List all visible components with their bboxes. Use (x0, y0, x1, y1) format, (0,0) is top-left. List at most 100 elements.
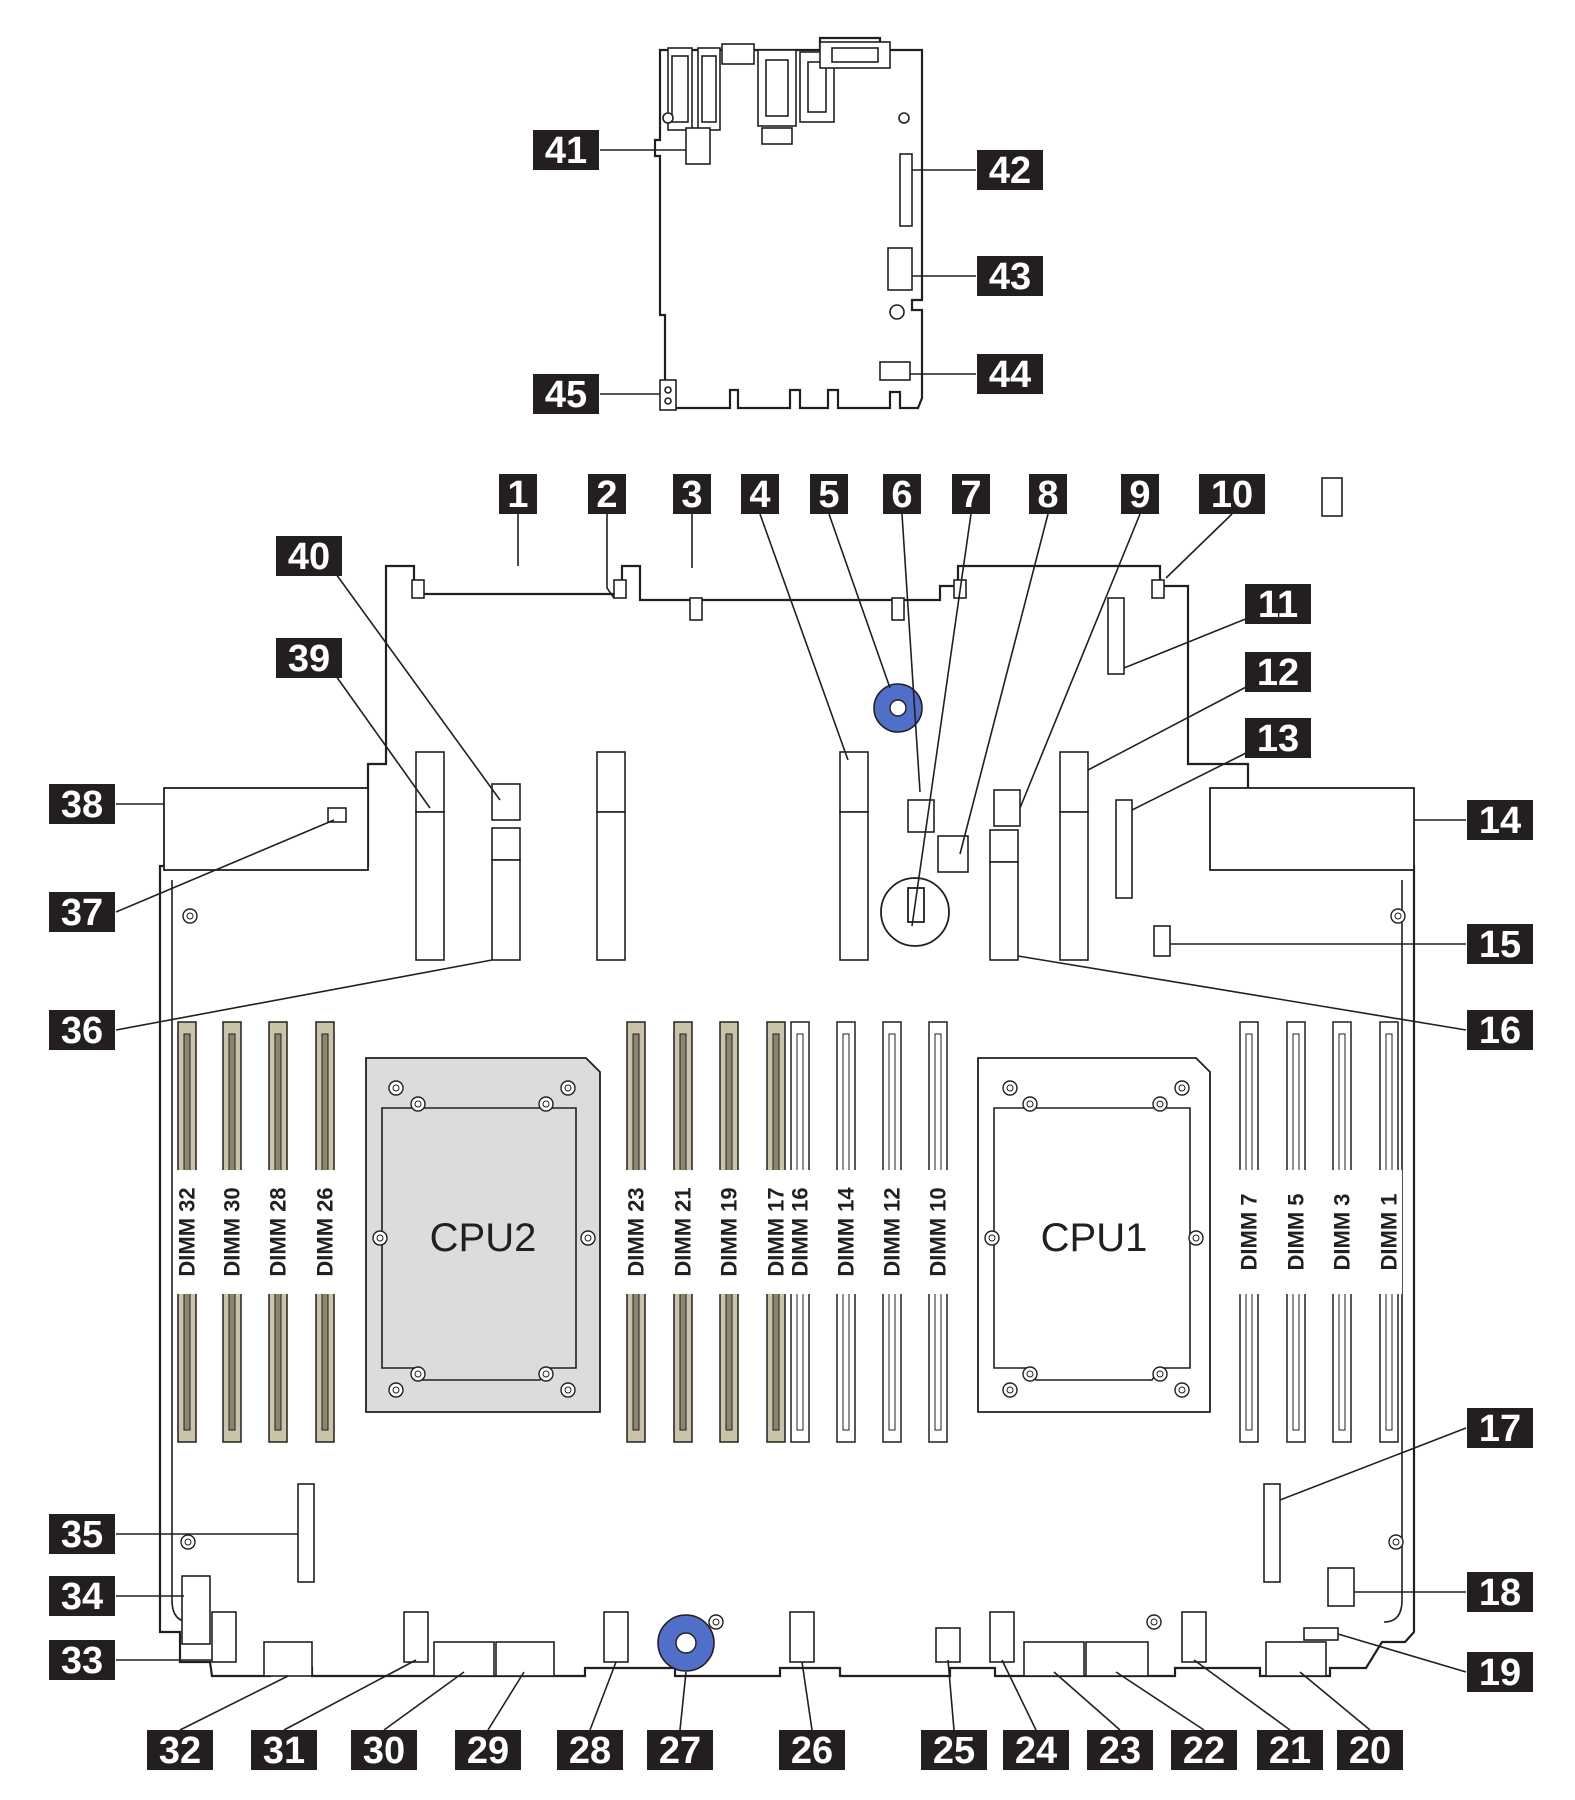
dimm-slot: DIMM 17 (763, 1021, 789, 1443)
callout-leader (1299, 1671, 1371, 1731)
screw (1152, 1096, 1168, 1112)
dimm-label: DIMM 17 (764, 1187, 789, 1276)
callout-leader (1087, 685, 1249, 771)
callout-number: 44 (989, 354, 1031, 396)
screw (984, 1230, 1000, 1246)
screw (1002, 1080, 1018, 1096)
callout-leader (1115, 1671, 1205, 1731)
callout-leader (179, 1675, 289, 1731)
callout-number: 21 (1269, 1730, 1311, 1772)
callout-40: 40 (276, 536, 342, 578)
dimm-label: DIMM 1 (1377, 1194, 1402, 1271)
callout-35: 35 (49, 1514, 115, 1556)
callout-leader (759, 513, 849, 761)
callout-number: 14 (1479, 800, 1521, 842)
screw (580, 1230, 596, 1246)
callout-leader (1131, 751, 1249, 811)
screw (1002, 1382, 1018, 1398)
callout-number: 40 (288, 536, 330, 578)
screw (1152, 1366, 1168, 1382)
callout-leader (1165, 513, 1233, 579)
dimm-label: DIMM 19 (717, 1187, 742, 1276)
callout-number: 45 (545, 374, 587, 416)
callout-leader (1193, 1659, 1291, 1731)
callout-leader (1017, 955, 1467, 1031)
screw (410, 1096, 426, 1112)
callout-leader (487, 1671, 525, 1731)
callout-44: 44 (977, 354, 1043, 396)
callout-number: 19 (1479, 1652, 1521, 1694)
dimm-label: DIMM 5 (1284, 1194, 1309, 1271)
callout-number: 12 (1257, 652, 1299, 694)
callout-leader (901, 513, 921, 793)
screw (388, 1080, 404, 1096)
io-connectors (659, 41, 913, 411)
bottom-connectors (181, 807, 1355, 1677)
callout-number: 34 (61, 1576, 103, 1618)
dimm-slot: DIMM 3 (1329, 1021, 1355, 1443)
dimm-slot: DIMM 28 (265, 1021, 291, 1443)
dimm-label: DIMM 10 (926, 1187, 951, 1276)
callout-24: 24 (1003, 1730, 1069, 1772)
callout-number: 33 (61, 1640, 103, 1682)
psu-connector-left (163, 787, 369, 871)
callout-number: 28 (569, 1730, 611, 1772)
callout-21: 21 (1257, 1730, 1323, 1772)
dimm-label: DIMM 14 (834, 1187, 859, 1277)
battery-socket (907, 887, 925, 923)
screw (1022, 1366, 1038, 1382)
callout-number: 11 (1258, 584, 1298, 626)
callout-leader (589, 1661, 617, 1731)
dimm-label: DIMM 30 (220, 1187, 245, 1276)
callout-number: 18 (1479, 1572, 1521, 1614)
callout-leader (606, 514, 615, 599)
main-board-outline (158, 564, 1416, 1678)
dimm-label: DIMM 26 (313, 1187, 338, 1276)
callout-number: 41 (545, 130, 587, 172)
screw (372, 1230, 388, 1246)
callout-36: 36 (49, 1010, 115, 1052)
dimm-slot: DIMM 16 (787, 1021, 813, 1443)
callout-33: 33 (49, 1640, 115, 1682)
callout-6: 6 (883, 474, 921, 516)
callout-leader (115, 819, 335, 913)
callout-leader (1279, 1427, 1467, 1501)
callout-leader (283, 1659, 417, 1731)
dimm-slot: DIMM 1 (1376, 1021, 1402, 1443)
callout-number: 25 (933, 1730, 975, 1772)
screw (410, 1366, 426, 1382)
dimm-label: DIMM 23 (624, 1187, 649, 1276)
callout-number: 5 (818, 474, 839, 516)
callout-number: 37 (61, 892, 103, 934)
callout-number: 17 (1479, 1408, 1521, 1450)
cpu1-socket (977, 1057, 1211, 1413)
screw (538, 1096, 554, 1112)
callout-3: 3 (673, 474, 711, 516)
cpu1-frame (993, 1107, 1191, 1381)
callout-23: 23 (1087, 1730, 1153, 1772)
cpu2-socket (365, 1057, 601, 1413)
dimm-slot: DIMM 32 (174, 1021, 200, 1443)
callout-leaders (115, 149, 1467, 1731)
callout-number: 31 (263, 1730, 305, 1772)
callout-18: 18 (1467, 1572, 1533, 1614)
callout-number: 26 (791, 1730, 833, 1772)
callout-22: 22 (1171, 1730, 1237, 1772)
callout-12: 12 (1245, 652, 1311, 694)
callout-number: 29 (467, 1730, 509, 1772)
callout-leader (115, 959, 493, 1031)
callout-leader (335, 675, 431, 809)
callout-28: 28 (557, 1730, 623, 1772)
callout-17: 17 (1467, 1408, 1533, 1450)
callout-number: 20 (1349, 1730, 1391, 1772)
callout-39: 39 (276, 638, 342, 680)
callout-leader (383, 1671, 465, 1731)
dimm-label: DIMM 21 (671, 1187, 696, 1276)
screw (538, 1366, 554, 1382)
callout-26: 26 (779, 1730, 845, 1772)
screw (1174, 1080, 1190, 1096)
callout-number: 4 (749, 474, 770, 516)
dimm-slot: DIMM 21 (670, 1021, 696, 1443)
dimm-label: DIMM 32 (175, 1187, 200, 1276)
